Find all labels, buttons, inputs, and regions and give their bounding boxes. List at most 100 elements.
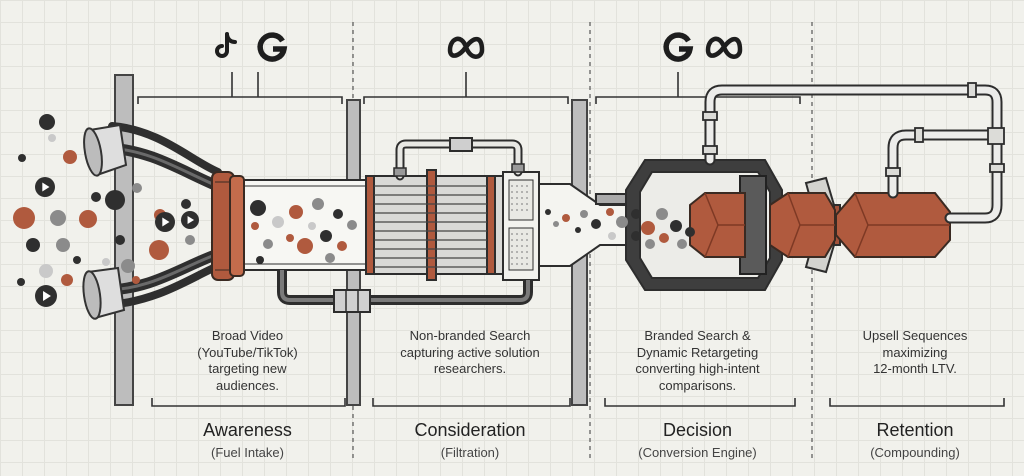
mesh-dot [526, 185, 528, 187]
particle [608, 232, 616, 240]
mesh-dot [511, 239, 513, 241]
particle [56, 238, 70, 252]
top-brackets [137, 72, 801, 104]
mesh-dot [526, 263, 528, 265]
particle [250, 200, 266, 216]
stage-decision: Decision (Conversion Engine) [600, 420, 795, 460]
stage-title: Consideration [414, 420, 526, 440]
particle [121, 259, 135, 273]
engine-piston [689, 192, 746, 258]
particle [181, 199, 191, 209]
particle [17, 278, 25, 286]
mesh-dot [511, 251, 513, 253]
mesh-dot [521, 185, 523, 187]
stage-title: Awareness [203, 420, 292, 440]
particle [333, 209, 343, 219]
particle [656, 208, 668, 220]
recirculation-pipe-outer [704, 84, 1003, 224]
filter-mesh [502, 171, 540, 281]
mesh-dot [521, 263, 523, 265]
video-play-icon [181, 211, 199, 229]
mesh-dot [516, 251, 518, 253]
mesh-dot [516, 191, 518, 193]
particle [631, 209, 641, 219]
mesh-dot [516, 257, 518, 259]
copper-collar [211, 171, 245, 281]
mesh-dot [526, 233, 528, 235]
meta-icon [705, 36, 743, 59]
video-play-icon [155, 212, 175, 232]
particle [39, 264, 53, 278]
mesh-dot [526, 251, 528, 253]
particle [670, 220, 682, 232]
meta-icon [447, 36, 485, 59]
bypass-pipe-top [393, 137, 525, 181]
particle [61, 274, 73, 286]
particle [73, 256, 81, 264]
stage-subtitle: (Filtration) [440, 445, 500, 460]
particle [48, 134, 56, 142]
bypass-pipe-bottom [277, 270, 533, 313]
google-icon [257, 32, 288, 62]
data-particles-intake [13, 114, 199, 307]
mesh-dot [511, 185, 513, 187]
mesh-dot [521, 233, 523, 235]
particle [185, 235, 195, 245]
particle [256, 256, 264, 264]
particle [580, 210, 588, 218]
particle [63, 150, 77, 164]
filter-housing [365, 169, 504, 281]
retention-description: Upsell Sequences maximizing 12-month LTV… [862, 328, 968, 376]
mesh-dot [526, 197, 528, 199]
particle [105, 190, 125, 210]
video-play-icon [35, 285, 57, 307]
consideration-description: Non-branded Search capturing active solu… [400, 328, 540, 376]
stage-subtitle: (Fuel Intake) [211, 445, 284, 460]
mesh-dot [511, 257, 513, 259]
particle [545, 209, 551, 215]
awareness-description: Broad Video (YouTube/TikTok) targeting n… [197, 328, 298, 393]
mesh-dot [516, 239, 518, 241]
particle [132, 276, 140, 284]
particle [591, 219, 601, 229]
particle [325, 253, 335, 263]
particle [79, 210, 97, 228]
mesh-dot [516, 209, 518, 211]
decision-description: Branded Search & Dynamic Retargeting con… [635, 328, 760, 393]
mesh-dot [521, 197, 523, 199]
particle [272, 216, 284, 228]
copper-capsule-left [769, 192, 836, 258]
mesh-dot [511, 245, 513, 247]
stage-title: Decision [662, 420, 733, 440]
intake-cup-bottom [82, 266, 126, 320]
data-particles-flow [250, 198, 695, 264]
particle [631, 231, 641, 241]
mesh-dot [526, 257, 528, 259]
mesh-dot [511, 233, 513, 235]
mesh-dot [526, 203, 528, 205]
mesh-dot [511, 197, 513, 199]
particle [102, 258, 110, 266]
mesh-dot [526, 245, 528, 247]
particle [562, 214, 570, 222]
filter-mesh-dots [511, 185, 528, 265]
mesh-dot [526, 209, 528, 211]
mesh-dot [516, 197, 518, 199]
particle [91, 192, 101, 202]
mesh-dot [511, 191, 513, 193]
particle [685, 227, 695, 237]
particle [50, 210, 66, 226]
particle [115, 235, 125, 245]
particle [645, 239, 655, 249]
particle [616, 216, 628, 228]
intake-cup-top [83, 123, 128, 177]
mesh-dot [521, 239, 523, 241]
mesh-dot [526, 239, 528, 241]
stage-subtitle: (Compounding) [870, 445, 960, 460]
particle [606, 208, 614, 216]
copper-capsule-right [835, 192, 951, 258]
mesh-dot [516, 233, 518, 235]
particle [575, 227, 581, 233]
stage-consideration: Consideration (Filtration) [370, 420, 570, 460]
